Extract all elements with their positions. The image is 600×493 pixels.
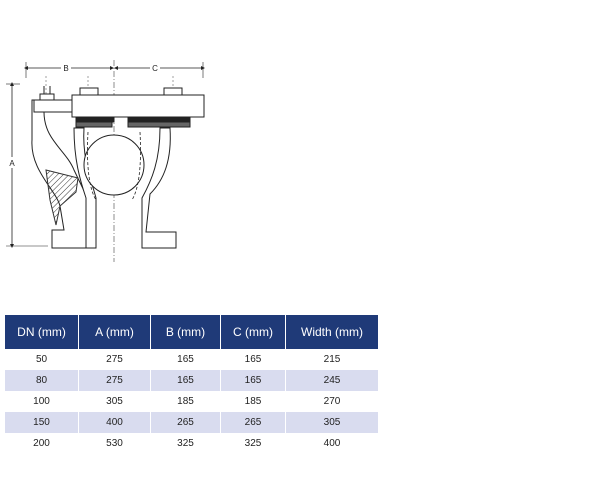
cell-dn: 50 bbox=[5, 349, 78, 370]
header-c: C (mm) bbox=[221, 315, 285, 349]
cell-dn: 200 bbox=[5, 433, 78, 454]
cell-c: 185 bbox=[221, 391, 285, 412]
table-row: 200 530 325 325 400 bbox=[5, 433, 378, 454]
header-a: A (mm) bbox=[79, 315, 150, 349]
cell-a: 305 bbox=[79, 391, 150, 412]
cell-b: 185 bbox=[151, 391, 220, 412]
cell-a: 400 bbox=[79, 412, 150, 433]
cell-a: 275 bbox=[79, 370, 150, 391]
cell-c: 265 bbox=[221, 412, 285, 433]
cell-c: 165 bbox=[221, 370, 285, 391]
dimension-b-label: B bbox=[63, 64, 68, 73]
cell-a: 275 bbox=[79, 349, 150, 370]
cell-a: 530 bbox=[79, 433, 150, 454]
cell-b: 165 bbox=[151, 349, 220, 370]
cell-width: 245 bbox=[286, 370, 378, 391]
dimension-table: DN (mm) A (mm) B (mm) C (mm) Width (mm) … bbox=[4, 315, 379, 454]
header-b: B (mm) bbox=[151, 315, 220, 349]
cell-width: 215 bbox=[286, 349, 378, 370]
table-row: 150 400 265 265 305 bbox=[5, 412, 378, 433]
dimension-c-label: C bbox=[152, 64, 158, 73]
cell-width: 400 bbox=[286, 433, 378, 454]
header-width: Width (mm) bbox=[286, 315, 378, 349]
header-dn: DN (mm) bbox=[5, 315, 78, 349]
cell-width: 270 bbox=[286, 391, 378, 412]
valve-technical-drawing: B C A bbox=[6, 60, 205, 262]
table-row: 80 275 165 165 245 bbox=[5, 370, 378, 391]
table-row: 50 275 165 165 215 bbox=[5, 349, 378, 370]
cell-dn: 100 bbox=[5, 391, 78, 412]
dimension-c: C bbox=[114, 62, 205, 78]
cell-dn: 150 bbox=[5, 412, 78, 433]
cell-b: 265 bbox=[151, 412, 220, 433]
cell-b: 325 bbox=[151, 433, 220, 454]
dimension-b: B bbox=[24, 62, 114, 78]
valve-body bbox=[31, 86, 205, 249]
cell-width: 305 bbox=[286, 412, 378, 433]
table-header-row: DN (mm) A (mm) B (mm) C (mm) Width (mm) bbox=[5, 315, 378, 349]
cell-c: 165 bbox=[221, 349, 285, 370]
table-row: 100 305 185 185 270 bbox=[5, 391, 378, 412]
dimension-a: A bbox=[6, 82, 48, 248]
cell-dn: 80 bbox=[5, 370, 78, 391]
dimension-a-label: A bbox=[9, 159, 15, 168]
cell-b: 165 bbox=[151, 370, 220, 391]
cell-c: 325 bbox=[221, 433, 285, 454]
